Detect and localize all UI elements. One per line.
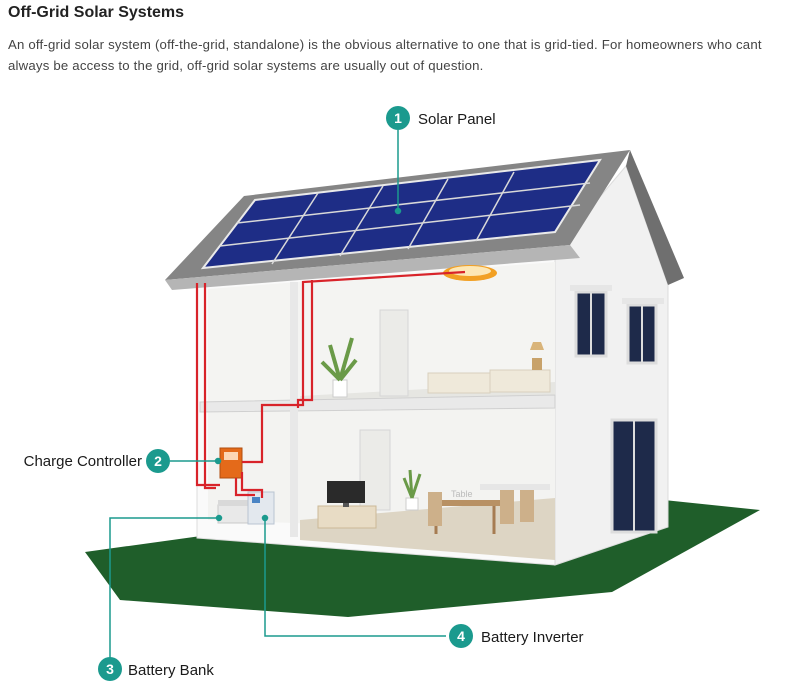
table-label: Table	[451, 489, 473, 499]
battery-bank-icon	[217, 500, 249, 524]
charge-controller-label: Charge Controller	[24, 453, 142, 470]
page-title: Off-Grid Solar Systems	[8, 4, 185, 21]
page-description: An off-grid solar system (off-the-grid, …	[8, 37, 762, 73]
badge-number-3: 3	[106, 661, 114, 677]
plant-icon	[320, 337, 358, 398]
callout-lines	[109, 130, 446, 658]
solar-panel-callout: 1 Solar Panel	[386, 106, 496, 130]
wiring	[195, 270, 466, 498]
badge-number-4: 4	[457, 628, 465, 644]
roof	[165, 150, 684, 290]
battery-bank-label: Battery Bank	[128, 662, 214, 679]
ceiling-lamp-icon	[443, 265, 497, 281]
upper-door	[379, 309, 409, 397]
battery-inverter-label: Battery Inverter	[481, 629, 584, 646]
solar-panel-icon	[200, 158, 602, 270]
charge-controller-callout: 2 Charge Controller	[24, 449, 170, 473]
plant-icon-lower	[402, 469, 422, 511]
floor-slab	[199, 394, 556, 413]
inner-wall	[290, 282, 298, 537]
solar-panel-label: Solar Panel	[418, 111, 496, 128]
lower-floor	[300, 498, 555, 560]
badge-number-1: 1	[394, 110, 402, 126]
battery-bank-callout: 3 Battery Bank	[98, 657, 214, 681]
dining-set: Table	[428, 484, 550, 534]
charge-controller-icon	[219, 447, 243, 479]
badge-number-2: 2	[154, 453, 162, 469]
upper-furniture	[427, 342, 551, 394]
side-windows	[570, 285, 664, 534]
tv-icon	[317, 481, 377, 529]
battery-inverter-callout: 4 Battery Inverter	[449, 624, 584, 648]
